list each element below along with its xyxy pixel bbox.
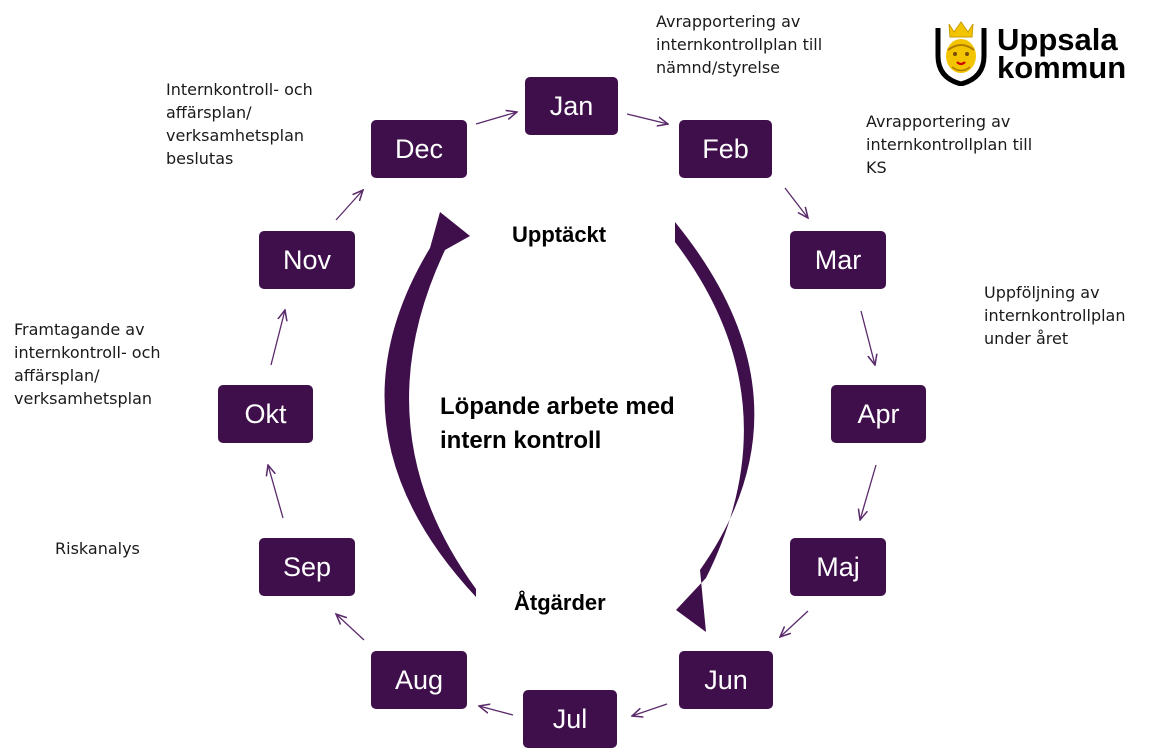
month-mar: Mar	[790, 231, 886, 289]
month-jul: Jul	[523, 690, 617, 748]
arrow-okt-nov	[270, 310, 285, 366]
note-okt: Framtagande av internkontroll- och affär…	[14, 320, 161, 408]
logo-text-line1: Uppsala	[997, 22, 1118, 57]
note-sep: Riskanalys	[55, 539, 140, 558]
month-connectors	[268, 112, 876, 716]
month-jun: Jun	[679, 651, 773, 709]
month-sep: Sep	[259, 538, 355, 596]
uppsala-kommun-logo: Uppsala kommun	[930, 20, 1130, 92]
month-aug: Aug	[371, 651, 467, 709]
month-jan: Jan	[525, 77, 618, 135]
arrow-apr-maj	[860, 464, 877, 520]
month-apr: Apr	[831, 385, 926, 443]
note-mar-apr: Uppföljning av internkontrollplan under …	[984, 283, 1126, 348]
note-jan-feb: Avrapportering av internkontrollplan til…	[656, 12, 823, 77]
arrow-sep-okt	[268, 465, 284, 519]
lion-shield-icon	[935, 21, 987, 86]
phase-upptackt: Upptäckt	[512, 222, 607, 247]
month-okt: Okt	[218, 385, 313, 443]
note-feb-mar: Avrapportering av internkontrollplan til…	[866, 112, 1033, 177]
arrow-aug-sep	[336, 614, 365, 641]
month-feb: Feb	[679, 120, 772, 178]
arrow-maj-jun	[780, 610, 809, 637]
arrow-jul-aug	[479, 706, 514, 716]
phase-atgarder: Åtgärder	[514, 590, 606, 615]
arrow-nov-dec	[335, 190, 363, 221]
cycle-arrow-left	[384, 212, 476, 597]
logo-text-line2: kommun	[997, 50, 1127, 85]
cycle-arrow-right	[675, 222, 755, 632]
arrow-mar-apr	[860, 310, 875, 365]
arrow-jun-jul	[632, 703, 668, 716]
note-dec: Internkontroll- och affärsplan/ verksamh…	[166, 80, 313, 168]
center-title: Löpande arbete med intern kontroll	[440, 393, 675, 454]
arrow-dec-jan	[475, 112, 517, 125]
arrow-jan-feb	[626, 113, 668, 124]
month-maj: Maj	[790, 538, 886, 596]
month-dec: Dec	[371, 120, 467, 178]
month-nov: Nov	[259, 231, 355, 289]
arrow-feb-mar	[784, 187, 808, 218]
